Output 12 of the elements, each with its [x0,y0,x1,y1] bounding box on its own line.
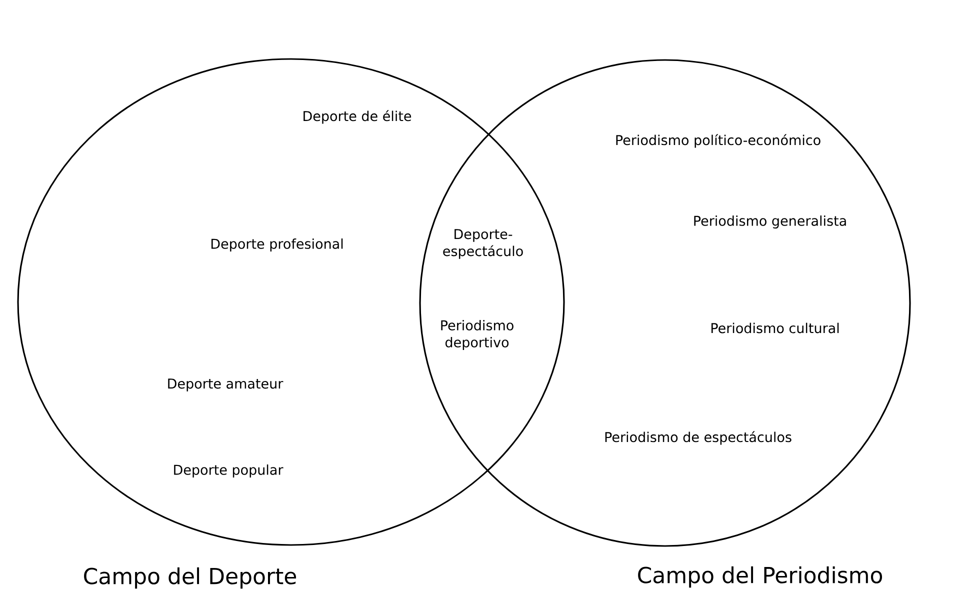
circle-title: Campo del Deporte [84,567,296,589]
circle-title: Campo del Periodismo [638,566,882,588]
circle-label: Periodismo político-económico [616,134,820,148]
circle-label: Periodismo cultural [711,322,839,334]
circle-label: Deporte profesional [211,238,343,252]
circle-label: Deporte de élite [304,110,412,124]
circle-label: Deporte amateur [168,378,284,392]
circle-label: Periodismo de espectáculos [605,431,792,445]
circle-label: Deporte popular [174,464,284,478]
overlap-label: Periodismo deportivo [441,320,514,350]
overlap-label: Deporte-espectáculo [443,229,523,259]
circle-label: Periodismo generalista [694,215,846,229]
